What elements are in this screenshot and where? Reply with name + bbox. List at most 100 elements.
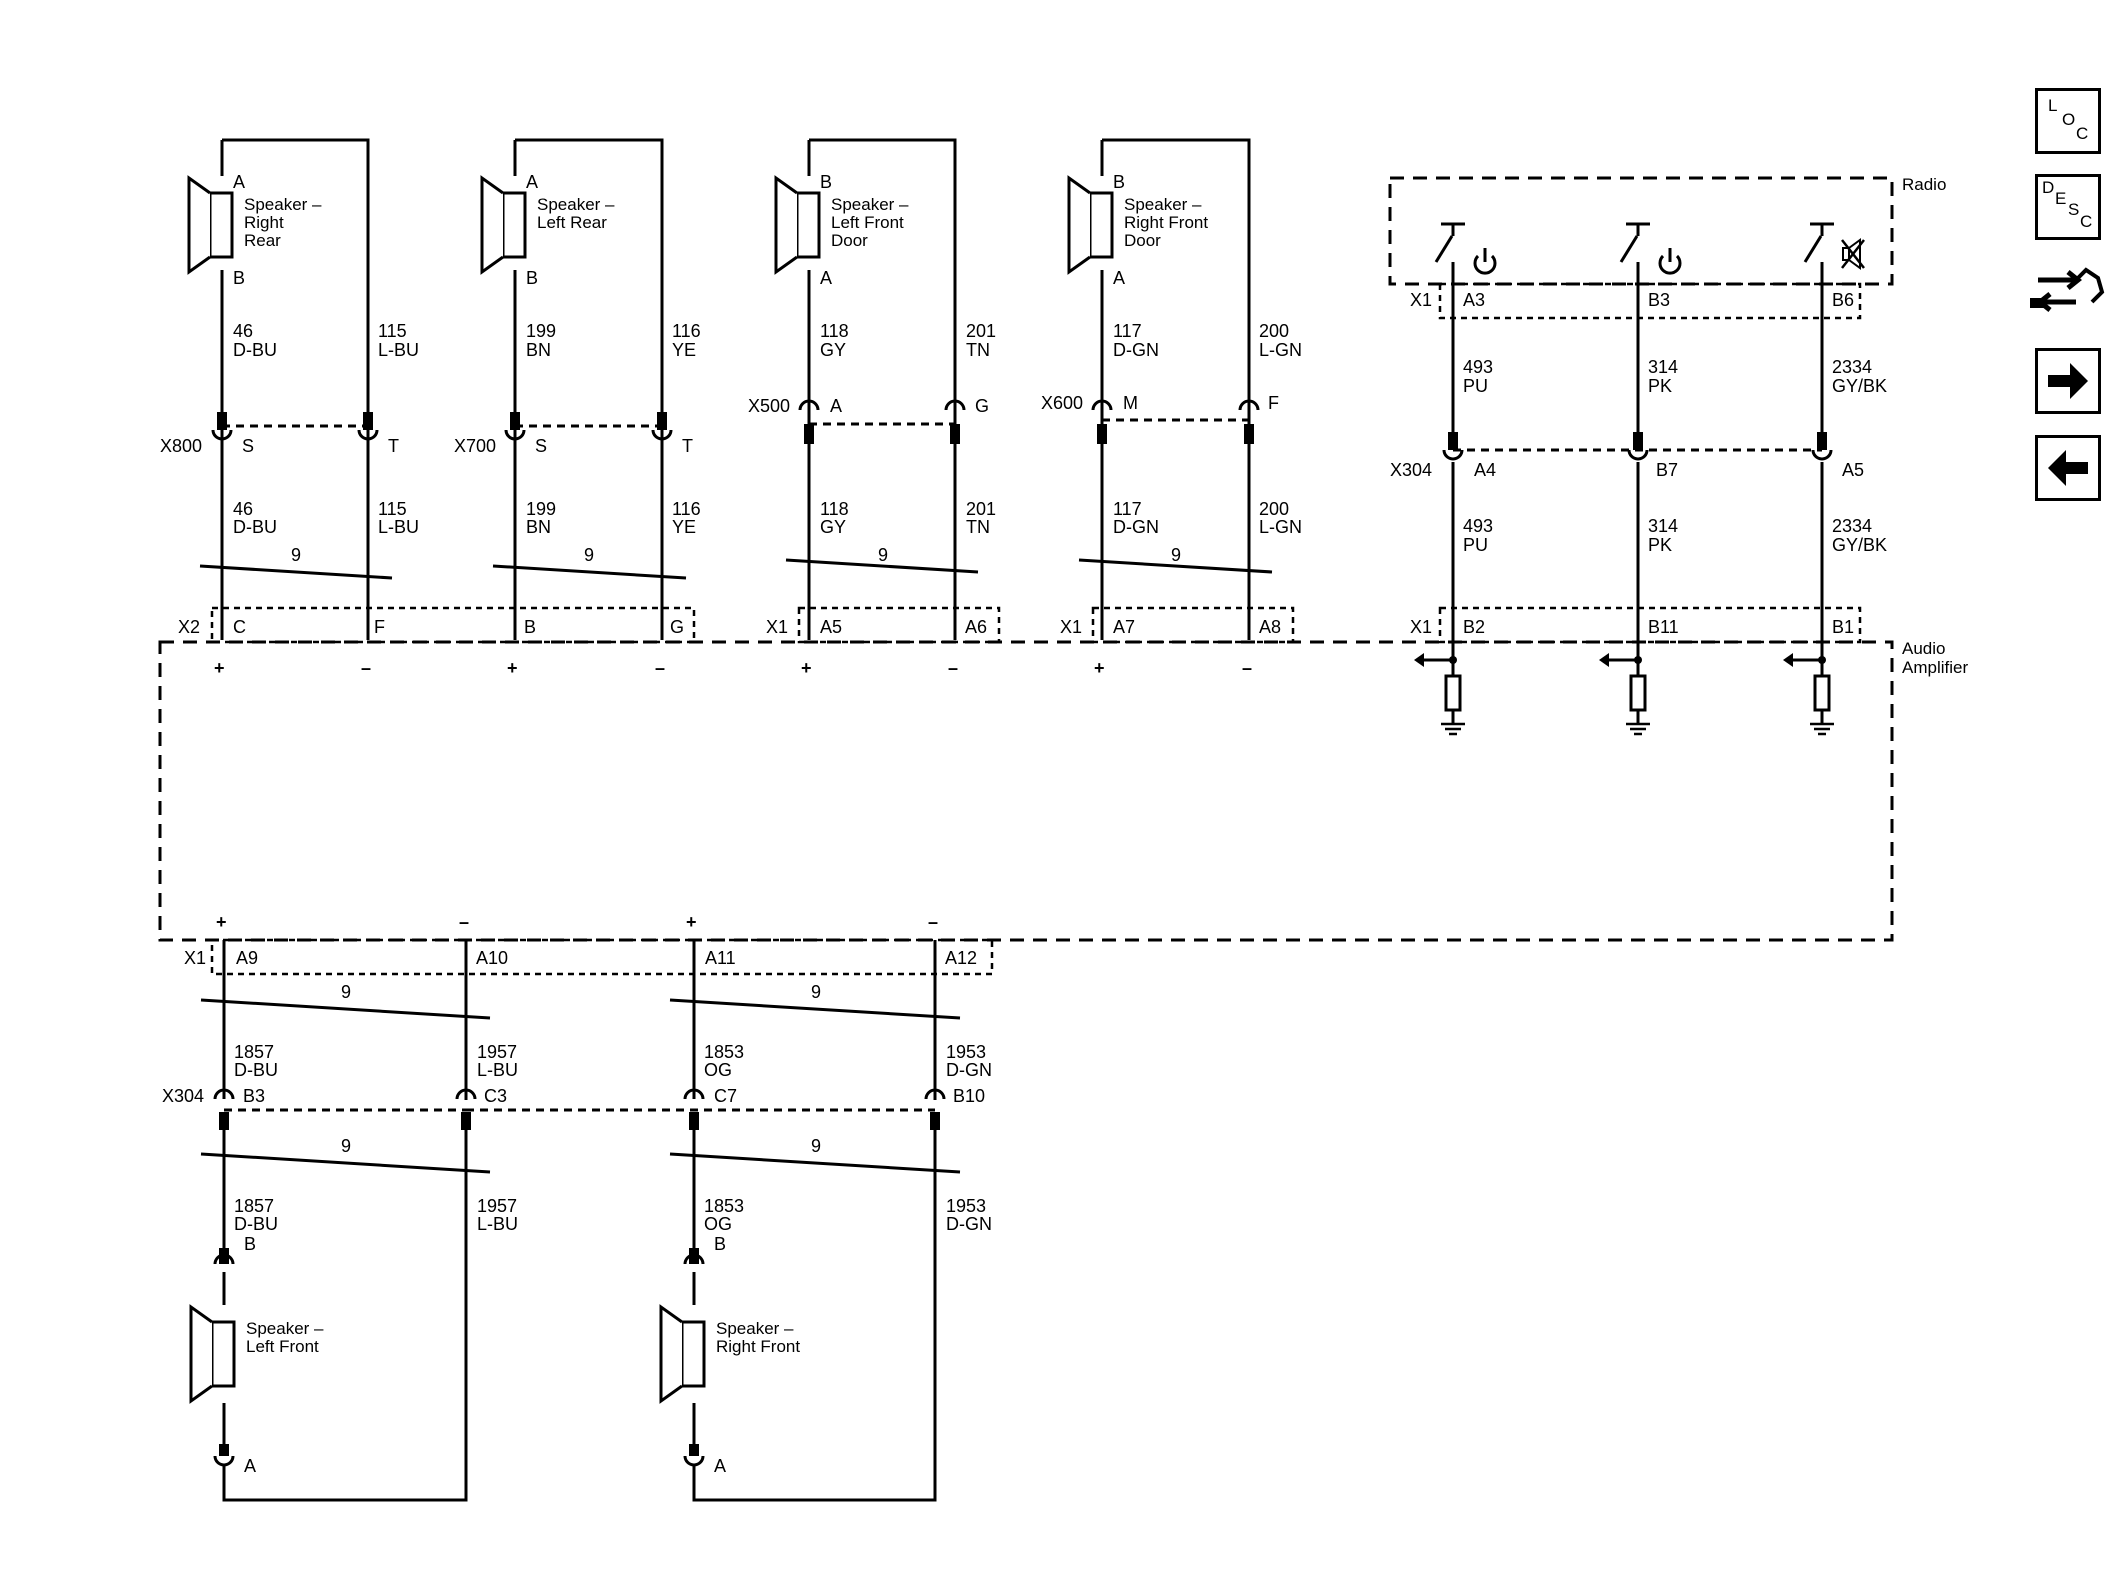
wire-label: 1853 xyxy=(704,1042,744,1062)
next-arrow-button[interactable] xyxy=(2035,348,2101,414)
twist-count: 9 xyxy=(878,545,888,565)
wire-label: D-BU xyxy=(234,1214,278,1234)
loc-letter: L xyxy=(2048,96,2057,115)
pin-label: B1 xyxy=(1832,617,1854,637)
pin-label: C xyxy=(233,617,246,637)
wire-label: D-BU xyxy=(233,517,277,537)
amp-connector-x1-a5a6 xyxy=(797,606,1001,644)
pin-label: A xyxy=(830,396,842,416)
pin-label: A5 xyxy=(820,617,842,637)
connector-diagnostics-icon[interactable] xyxy=(2028,260,2108,320)
wire-label: OG xyxy=(704,1214,732,1234)
twist-count: 9 xyxy=(1171,545,1181,565)
pin-label: B6 xyxy=(1832,290,1854,310)
pin-label: B xyxy=(714,1234,726,1254)
speaker-loop-right-front xyxy=(466,940,961,1502)
pin-label: T xyxy=(388,436,399,456)
wire-label: L-GN xyxy=(1259,340,1302,360)
pin-label: A9 xyxy=(236,948,258,968)
polarity-minus: – xyxy=(928,912,938,932)
wire-label: D-BU xyxy=(234,1060,278,1080)
mute-speaker-icon xyxy=(1841,238,1865,270)
pin-label: A12 xyxy=(945,948,977,968)
wire-label: 201 xyxy=(966,321,996,341)
polarity-plus: + xyxy=(507,658,518,678)
speaker-name: Speaker – xyxy=(831,195,909,214)
pin-label: B xyxy=(244,1234,256,1254)
pin-label: B xyxy=(526,268,538,288)
pin-label: M xyxy=(1123,393,1138,413)
speaker-loop-left-rear xyxy=(480,138,687,640)
location-button[interactable]: L O C xyxy=(2035,88,2101,154)
desc-letter: S xyxy=(2068,200,2079,219)
amp-connector-x2 xyxy=(210,606,696,644)
wire-label: 1857 xyxy=(234,1042,274,1062)
wire-label: PK xyxy=(1648,535,1672,555)
pin-label: C3 xyxy=(484,1086,507,1106)
wire-label: 116 xyxy=(672,499,701,519)
wire-label: BN xyxy=(526,340,551,360)
pin-label: A5 xyxy=(1842,460,1864,480)
wire-label: 200 xyxy=(1259,499,1289,519)
wire-label: 117 xyxy=(1113,499,1142,519)
speaker-loop-right-rear xyxy=(187,138,393,640)
wire-label: TN xyxy=(966,517,990,537)
polarity-minus: – xyxy=(1242,658,1252,678)
loc-letter: C xyxy=(2076,124,2088,143)
audio-amplifier-box xyxy=(158,640,1894,942)
twist-count: 9 xyxy=(811,982,821,1002)
wire-label: PK xyxy=(1648,376,1672,396)
wire-label: 314 xyxy=(1648,516,1678,536)
wire-label: L-BU xyxy=(378,517,419,537)
desc-letter: C xyxy=(2080,212,2092,231)
wire-label: L-BU xyxy=(477,1060,518,1080)
radio-circuits xyxy=(1434,222,1865,670)
polarity-plus: + xyxy=(801,658,812,678)
wire-label: 493 xyxy=(1463,516,1493,536)
pin-label: A8 xyxy=(1259,617,1281,637)
wire-label: D-BU xyxy=(233,340,277,360)
wire-label: 115 xyxy=(378,321,407,341)
wire-label: 1953 xyxy=(946,1042,986,1062)
wire-label: 115 xyxy=(378,499,407,519)
power-icon xyxy=(1658,248,1682,275)
wire-label: GY/BK xyxy=(1832,376,1887,396)
wire-label: PU xyxy=(1463,535,1488,555)
wire-label: 314 xyxy=(1648,357,1678,377)
wire-label: YE xyxy=(672,340,696,360)
pin-label: B xyxy=(524,617,536,637)
speaker-loop-left-front-door xyxy=(774,138,979,640)
pin-label: G xyxy=(670,617,684,637)
pin-label: A xyxy=(244,1456,256,1476)
wire-label: 118 xyxy=(820,499,849,519)
wire-label: YE xyxy=(672,517,696,537)
connector-label: X600 xyxy=(1041,393,1083,413)
wire-label: GY xyxy=(820,517,846,537)
previous-arrow-button[interactable] xyxy=(2035,435,2101,501)
amp-inputs xyxy=(1414,653,1834,736)
wire-label: BN xyxy=(526,517,551,537)
twist-count: 9 xyxy=(341,982,351,1002)
pin-label: A7 xyxy=(1113,617,1135,637)
pin-label: B11 xyxy=(1648,617,1679,637)
pin-label: G xyxy=(975,396,989,416)
description-button[interactable]: D E S C xyxy=(2035,174,2101,240)
speaker-name: Speaker – xyxy=(1124,195,1202,214)
audio-amplifier-label: Audio xyxy=(1902,639,1945,658)
loc-letter: O xyxy=(2062,110,2075,129)
wire-label: L-GN xyxy=(1259,517,1302,537)
desc-letter: E xyxy=(2055,189,2066,208)
wire-label: OG xyxy=(704,1060,732,1080)
wire-label: D-GN xyxy=(1113,340,1159,360)
connector-label: X700 xyxy=(454,436,496,456)
pin-label: A4 xyxy=(1474,460,1496,480)
connector-label: X500 xyxy=(748,396,790,416)
pin-label: F xyxy=(374,617,385,637)
twist-count: 9 xyxy=(341,1136,351,1156)
speaker-name: Right Front xyxy=(1124,213,1208,232)
polarity-minus: – xyxy=(459,912,469,932)
wire-label: 200 xyxy=(1259,321,1289,341)
polarity-minus: – xyxy=(361,658,371,678)
wire-label: 46 xyxy=(233,321,253,341)
wire-label: 46 xyxy=(233,499,253,519)
